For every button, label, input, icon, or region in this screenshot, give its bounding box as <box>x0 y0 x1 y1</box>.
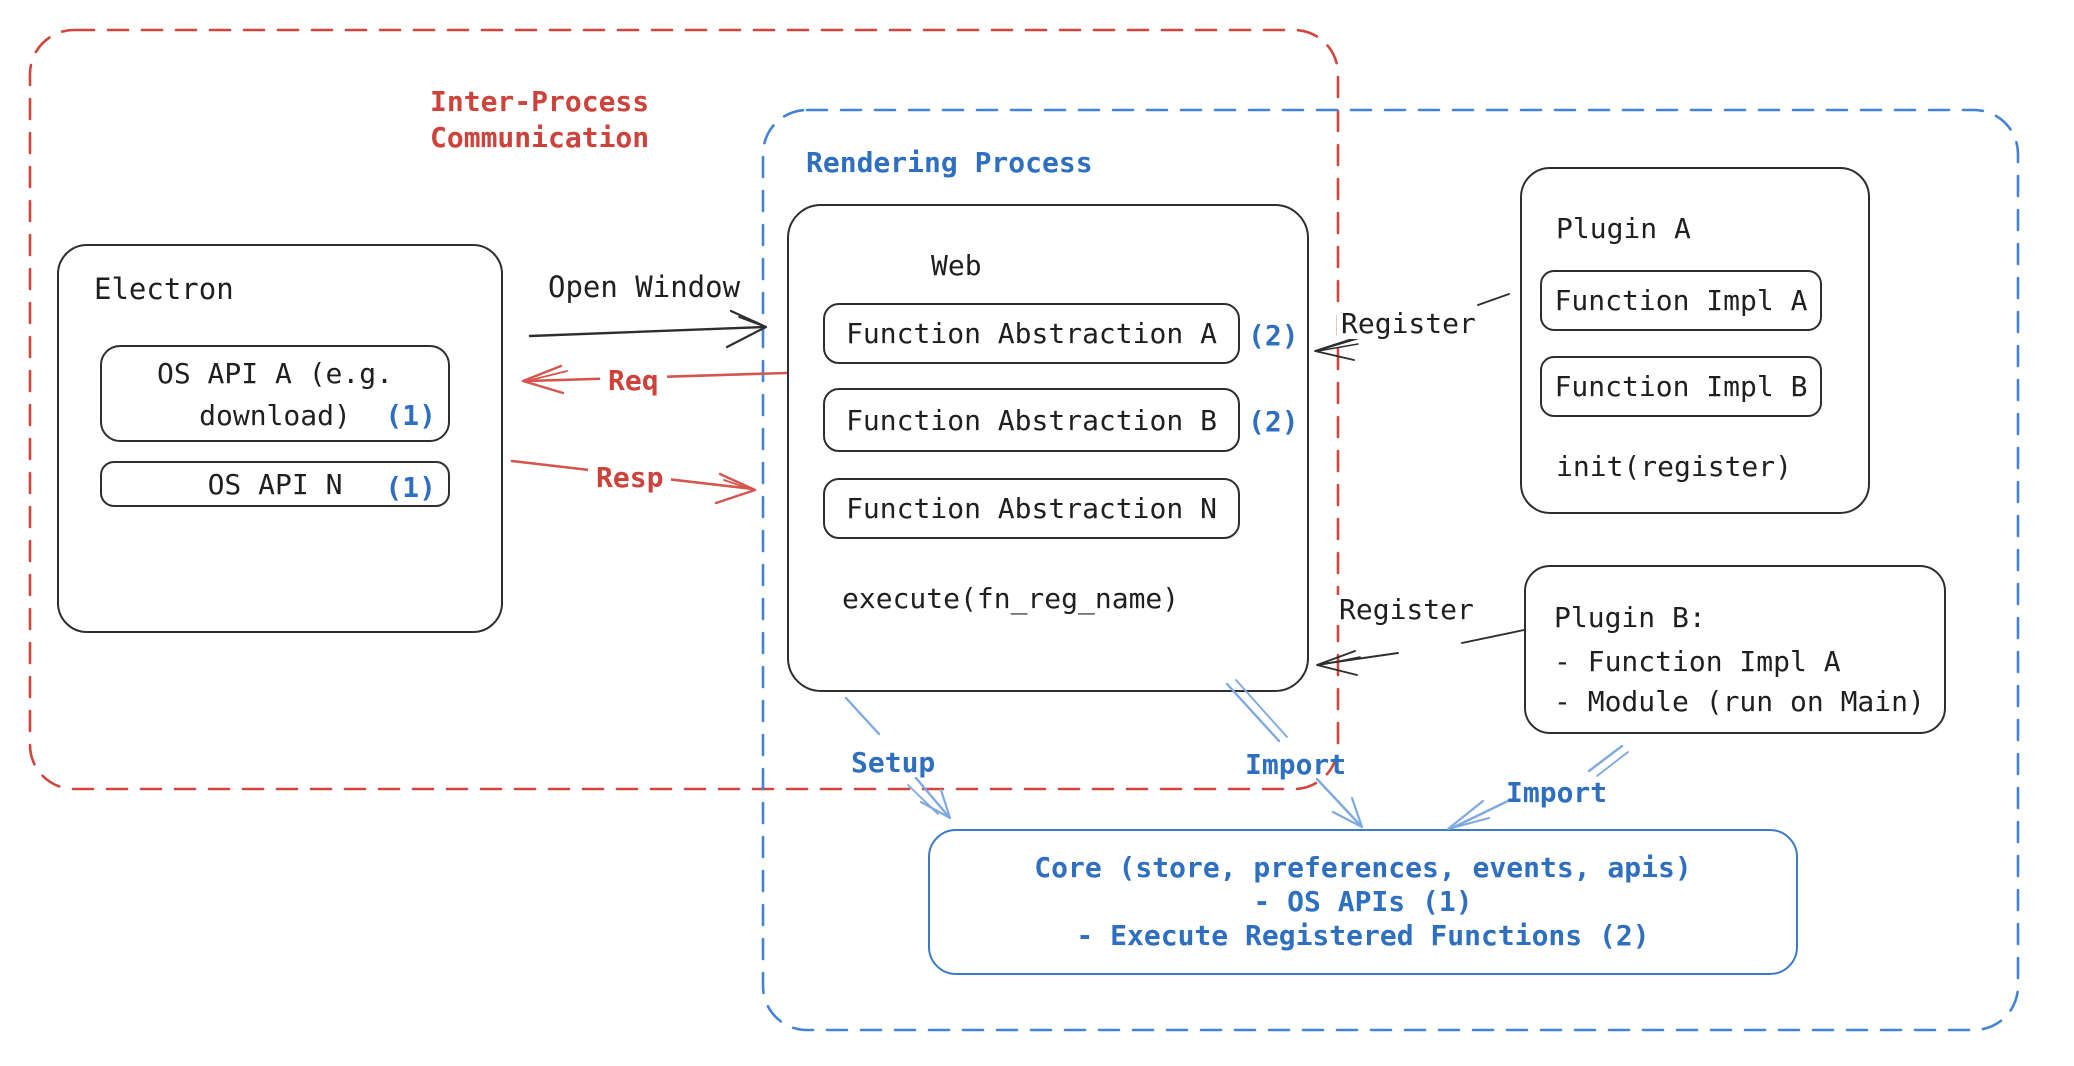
web-title: Web <box>931 249 982 282</box>
function-abstraction-n-box: Function Abstraction N <box>823 478 1240 539</box>
function-abstraction-a-label: Function Abstraction A <box>846 317 1217 350</box>
plugin-b-box: Plugin B: - Function Impl A - Module (ru… <box>1524 565 1946 734</box>
open-window-label: Open Window <box>548 270 741 304</box>
function-abstraction-b-box: Function Abstraction B <box>823 388 1240 452</box>
rendering-process-title: Rendering Process <box>806 146 1093 179</box>
core-line1: Core (store, preferences, events, apis) <box>1034 851 1692 884</box>
core-line2: - OS APIs (1) <box>1253 885 1473 918</box>
web-box: Web Function Abstraction A (2) Function … <box>787 204 1309 692</box>
os-api-a-box: OS API A (e.g. download) (1) <box>100 345 450 442</box>
execute-call-label: execute(fn_reg_name) <box>842 582 1180 615</box>
os-api-n-label: OS API N <box>207 467 343 501</box>
init-register-label: init(register) <box>1556 450 1793 483</box>
os-api-n-box: OS API N (1) <box>100 461 450 507</box>
function-abstraction-b-label: Function Abstraction B <box>846 403 1217 437</box>
os-api-n-ref-number: (1) <box>385 471 436 504</box>
plugin-b-title: Plugin B: <box>1554 601 1706 634</box>
core-line3: - Execute Registered Functions (2) <box>1076 919 1650 952</box>
function-impl-b-label: Function Impl B <box>1554 370 1808 403</box>
plugin-a-title: Plugin A <box>1556 212 1691 245</box>
register-a-label: Register <box>1337 309 1480 339</box>
function-impl-b-box: Function Impl B <box>1540 356 1822 417</box>
register-b-arrow <box>1316 629 1525 676</box>
function-impl-a-label: Function Impl A <box>1554 284 1808 317</box>
register-b-label: Register <box>1335 595 1478 625</box>
open-window-arrow <box>528 309 768 349</box>
os-api-a-line1: OS API A (e.g. <box>156 357 393 390</box>
ipc-title-line2: Communication <box>430 121 650 154</box>
electron-box: Electron OS API A (e.g. download) (1) OS… <box>57 244 503 633</box>
function-abstraction-a-box: Function Abstraction A <box>823 303 1240 364</box>
resp-label: Resp <box>588 463 672 493</box>
ipc-title-line1: Inter-Process <box>430 85 650 118</box>
plugin-b-item-impl-a: - Function Impl A <box>1554 645 1841 678</box>
import-plugin-label: Import <box>1506 776 1608 809</box>
plugin-b-item-module: - Module (run on Main) <box>1554 685 1925 718</box>
plugin-a-box: Plugin A Function Impl A Function Impl B… <box>1520 167 1870 514</box>
import-web-label: Import <box>1245 748 1347 781</box>
function-impl-a-box: Function Impl A <box>1540 270 1822 331</box>
electron-title: Electron <box>94 272 234 306</box>
os-api-a-ref-number: (1) <box>385 399 436 432</box>
function-abstraction-a-ref-number: (2) <box>1248 319 1299 352</box>
setup-label: Setup <box>851 746 936 779</box>
function-abstraction-n-label: Function Abstraction N <box>846 492 1217 525</box>
function-abstraction-b-ref-number: (2) <box>1248 405 1299 438</box>
core-box: Core (store, preferences, events, apis) … <box>928 829 1798 975</box>
req-label: Req <box>600 366 667 396</box>
